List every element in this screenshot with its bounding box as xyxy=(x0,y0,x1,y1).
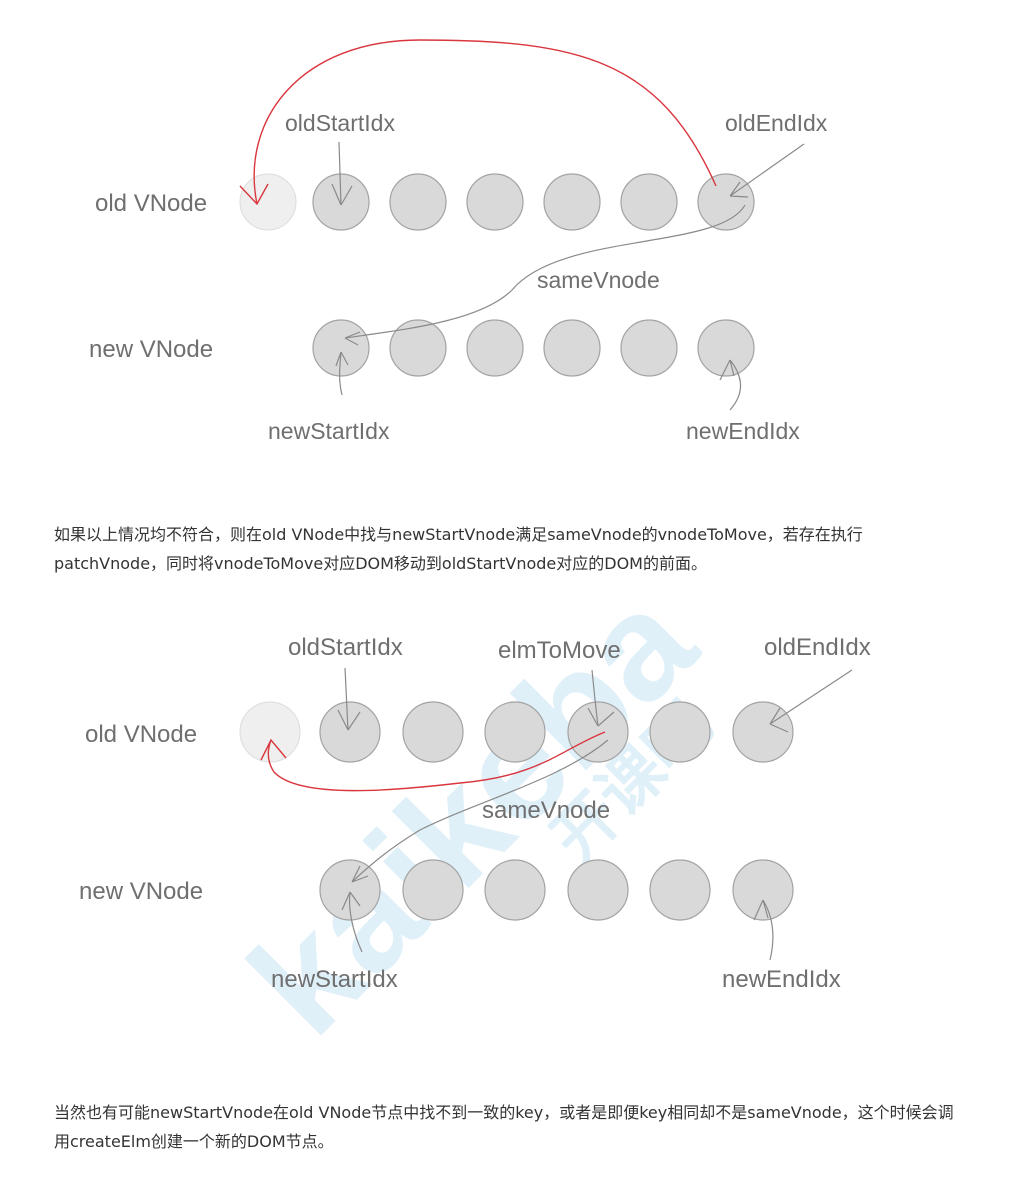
old-node-2-1 xyxy=(319,701,381,763)
new-node-4 xyxy=(543,319,601,377)
old-node-6 xyxy=(697,173,755,231)
new-end-pointer xyxy=(719,359,742,411)
new-start-pointer xyxy=(335,351,349,396)
old-end-pointer-2 xyxy=(769,669,853,733)
old-start-pointer-2 xyxy=(337,667,361,731)
move-arrow-2 xyxy=(267,731,606,792)
new-start-idx-label: newStartIdx xyxy=(268,418,390,444)
old-vnode-row-label: old VNode xyxy=(95,190,207,217)
old-node-2-4 xyxy=(567,701,629,763)
paragraph-1: 如果以上情况均不符合，则在old VNode中找与newStartVnode满足… xyxy=(54,525,863,573)
old-node-3 xyxy=(466,173,524,231)
diagram-2: old VNode new VNode oldStartIdx elmToMov… xyxy=(0,600,1018,1070)
paragraph-2: 当然也有可能newStartVnode在old VNode节点中找不到一致的ke… xyxy=(54,1103,954,1151)
old-start-idx-label: oldStartIdx xyxy=(285,110,395,136)
elm-to-move-label: elmToMove xyxy=(498,637,621,664)
old-node-2-3 xyxy=(484,701,546,763)
same-vnode-label: sameVnode xyxy=(537,267,660,293)
old-end-pointer xyxy=(729,143,805,198)
old-node-4 xyxy=(543,173,601,231)
new-node-2-6 xyxy=(732,859,794,921)
move-arrowhead xyxy=(239,183,269,206)
new-node-6 xyxy=(697,319,755,377)
new-vnode-row-label: new VNode xyxy=(89,336,213,363)
new-node-2-2 xyxy=(402,859,464,921)
new-vnode-row-label-2: new VNode xyxy=(79,878,203,905)
same-vnode-label-2: sameVnode xyxy=(482,797,610,824)
new-start-idx-label-2: newStartIdx xyxy=(271,966,398,993)
new-node-2-4 xyxy=(567,859,629,921)
same-vnode-arrow xyxy=(344,204,746,346)
new-node-2 xyxy=(389,319,447,377)
old-node-ghost xyxy=(239,173,297,231)
new-start-pointer-2 xyxy=(341,891,363,953)
old-start-pointer xyxy=(331,141,353,206)
pointer-arrows xyxy=(331,141,805,411)
new-node-2-1 xyxy=(319,859,381,921)
old-end-idx-label: oldEndIdx xyxy=(725,110,828,136)
old-end-idx-label-2: oldEndIdx xyxy=(764,634,871,661)
new-node-2-5 xyxy=(649,859,711,921)
pointer-arrows-2 xyxy=(337,667,853,961)
elm-to-move-pointer xyxy=(587,669,615,727)
new-node-1 xyxy=(312,319,370,377)
old-node-5 xyxy=(620,173,678,231)
new-node-5 xyxy=(620,319,678,377)
old-node-2-2 xyxy=(402,701,464,763)
new-node-3 xyxy=(466,319,524,377)
new-node-2-3 xyxy=(484,859,546,921)
old-node-ghost-2 xyxy=(239,701,301,763)
diagram-1: old VNode new VNode oldStartIdx oldEndId… xyxy=(0,0,1018,490)
new-end-idx-label-2: newEndIdx xyxy=(722,966,841,993)
move-arrow xyxy=(253,39,717,205)
old-start-idx-label-2: oldStartIdx xyxy=(288,634,403,661)
new-end-pointer-2 xyxy=(753,899,774,961)
move-arrowhead-2 xyxy=(260,738,287,761)
same-vnode-arrow-2 xyxy=(351,739,609,883)
old-node-2-5 xyxy=(649,701,711,763)
new-end-idx-label: newEndIdx xyxy=(686,418,800,444)
old-node-2-6 xyxy=(732,701,794,763)
old-vnode-row-label-2: old VNode xyxy=(85,721,197,748)
old-node-2 xyxy=(389,173,447,231)
